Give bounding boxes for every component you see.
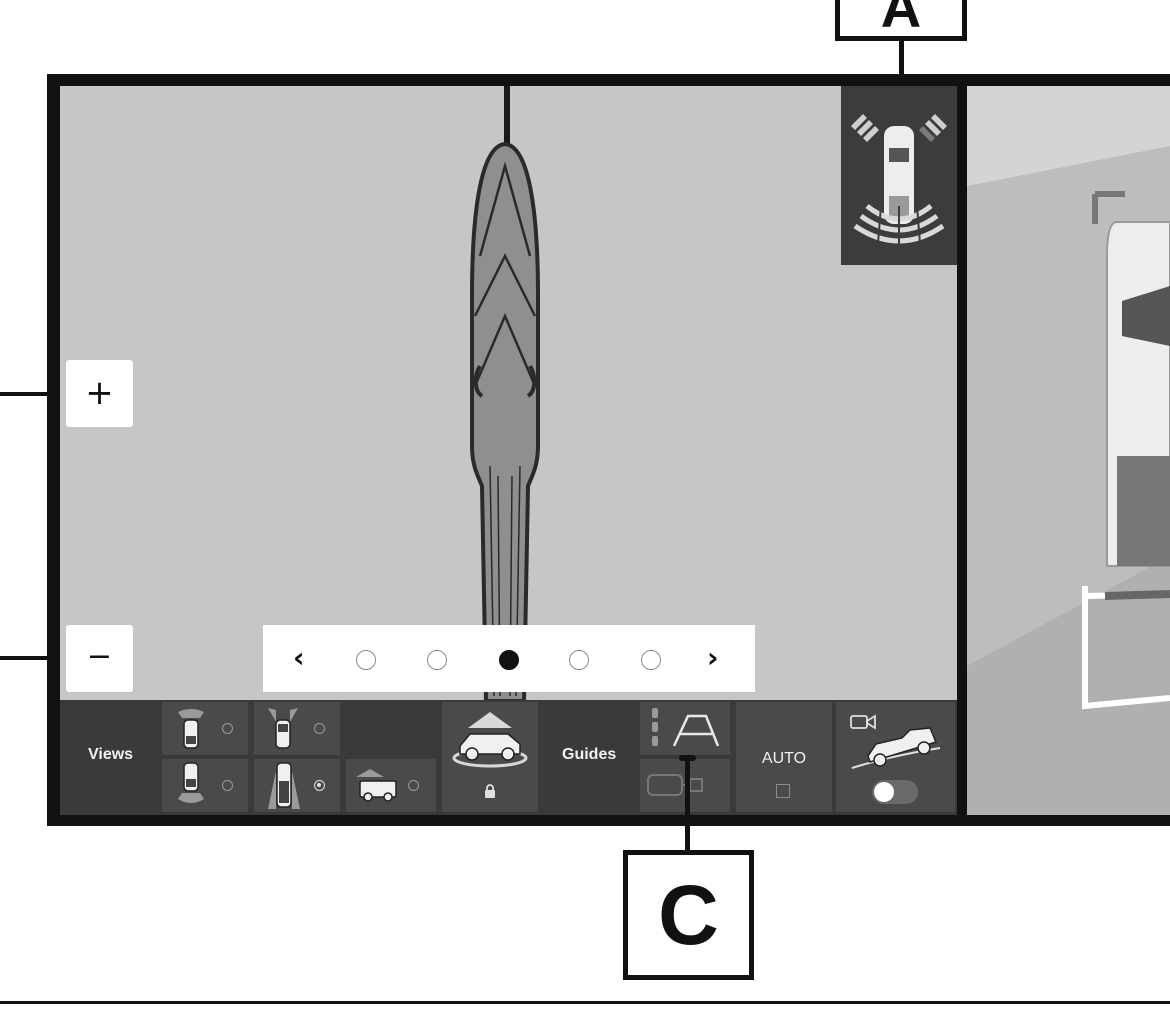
zoom-in-label: + (85, 373, 114, 413)
page-dot[interactable] (427, 650, 447, 670)
view-option-rear[interactable] (162, 759, 248, 812)
callout-c-leader (685, 759, 690, 855)
view-option-front[interactable] (162, 702, 248, 755)
zoom-out-button[interactable]: − (66, 625, 133, 692)
auto-label: AUTO (761, 750, 807, 767)
callout-a-label: A (880, 0, 922, 39)
views-label: Views (88, 746, 134, 763)
radio-off (314, 723, 325, 734)
auto-mode-button[interactable]: AUTO (736, 702, 832, 812)
sensor-car-icon (851, 114, 947, 257)
page-dot-active[interactable] (499, 650, 519, 670)
callout-a-leader (899, 38, 904, 104)
trailer-view-icon (356, 769, 397, 802)
side-camera-image (967, 86, 1170, 815)
top-down-view-icon (268, 762, 300, 809)
bottom-rule (0, 1001, 1170, 1004)
offroad-camera-button[interactable] (836, 702, 955, 812)
radio-off (222, 780, 233, 791)
next-page-button[interactable]: › (707, 641, 719, 674)
radio-off (222, 723, 233, 734)
surround-view-icon (452, 712, 528, 768)
zoom-in-leader (0, 392, 74, 396)
camera-view[interactable]: + − ‹ › Views (60, 86, 957, 815)
lock-icon (485, 784, 495, 798)
guides-label: Guides (562, 746, 617, 763)
page-dot[interactable] (641, 650, 661, 670)
front-wide-view-icon (268, 708, 298, 749)
offroad-toggle-switch[interactable] (872, 780, 918, 804)
side-camera-view[interactable] (967, 86, 1170, 815)
auto-checkbox[interactable] (776, 784, 790, 798)
guide-lines-icon (652, 708, 720, 747)
front-view-icon (178, 709, 204, 749)
page-dot[interactable] (356, 650, 376, 670)
surround-view-button[interactable] (442, 702, 538, 812)
page-dot[interactable] (569, 650, 589, 670)
camera-toolbar: Views (60, 700, 957, 815)
view-option-top-down[interactable] (254, 759, 340, 812)
callout-c-leader-tip (679, 755, 696, 761)
page-indicator: ‹ › (263, 625, 755, 692)
view-option-front-wide[interactable] (254, 702, 340, 755)
radio-off (408, 780, 419, 791)
callout-c-label: C (658, 867, 719, 962)
previous-page-button[interactable]: ‹ (293, 641, 305, 674)
view-option-trailer[interactable] (346, 759, 436, 812)
radio-selected (314, 780, 325, 791)
rear-view-icon (178, 762, 204, 803)
zoom-out-label: − (86, 639, 113, 674)
callout-a: A (835, 0, 967, 41)
callout-c: C (623, 850, 754, 980)
offroad-truck-icon (851, 727, 941, 769)
zoom-in-button[interactable]: + (66, 360, 133, 427)
guide-lines-option[interactable] (640, 702, 730, 755)
vehicle-silhouette (470, 141, 540, 701)
sensor-overview-panel (841, 86, 957, 265)
video-camera-icon (850, 714, 876, 730)
